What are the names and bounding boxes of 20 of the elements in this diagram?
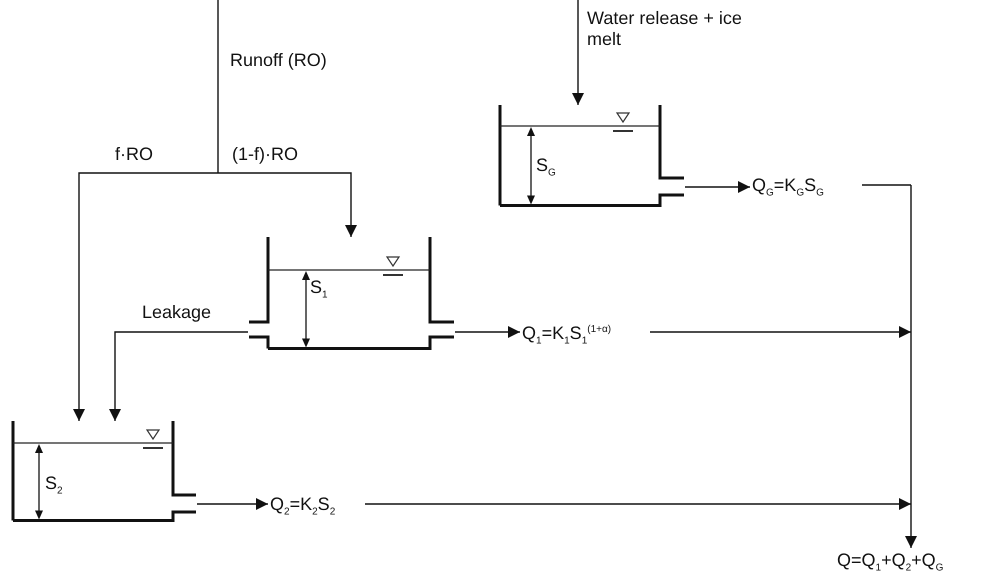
flow-arrow (73, 172, 218, 421)
flow-arrow (218, 172, 357, 237)
storage-label: S$_{1}$ (310, 277, 328, 303)
flow-arrow (365, 498, 911, 510)
flow-equation: Q$_{2}$=K$_{2}$S$_{2}$ (270, 494, 336, 520)
edge-label: Leakage (140, 302, 214, 323)
flow-arrow (572, 0, 584, 105)
connector-line (217, 0, 219, 173)
connector-line (905, 185, 917, 548)
flow-equation: Q=Q$_{1}$+Q$_{2}$+Q$_{G}$ (837, 550, 944, 573)
edge-label: (1-f)·RO (230, 144, 300, 165)
flow-equation: Q$_{G}$=K$_{G}$S$_{G}$ (752, 175, 824, 201)
flow-arrow (197, 498, 268, 510)
flow-arrow (455, 326, 520, 338)
flow-label: Runoff (RO) (228, 50, 329, 71)
flow-arrow (650, 326, 911, 338)
flow-arrow (685, 181, 750, 193)
flow-arrow (109, 331, 248, 421)
storage-label: S$_{G}$ (536, 155, 556, 181)
storage-label: S$_{2}$ (45, 473, 63, 499)
